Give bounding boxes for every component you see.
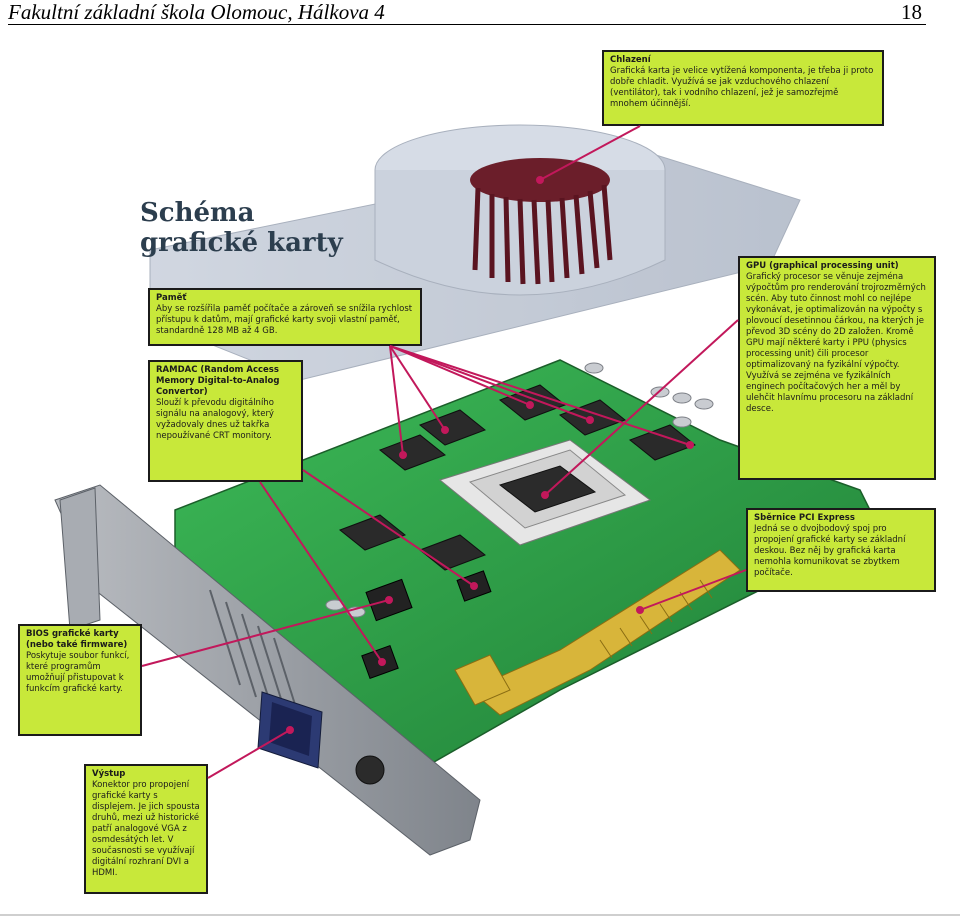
callout-pci-express: Sběrnice PCI Express Jedná se o dvojbodo… [746, 508, 936, 592]
callout-gpu-body: Grafický procesor se věnuje zejména výpo… [746, 272, 926, 414]
callout-output-body: Konektor pro propojení grafické karty s … [92, 780, 200, 878]
page-number: 18 [901, 0, 922, 24]
callout-memory-body: Aby se rozšířila paměť počítače a zárove… [156, 304, 413, 336]
callout-ramdac-body: Slouží k převodu digitálního signálu na … [156, 398, 274, 441]
scheme-title-line2: grafické karty [140, 228, 343, 258]
callout-memory: Paměť Aby se rozšířila paměť počítače a … [148, 288, 422, 346]
callout-output-title: Výstup [92, 769, 126, 779]
callout-cooling-title: Chlazení [610, 55, 651, 65]
svideo-connector [355, 755, 385, 785]
bottom-rule [0, 914, 960, 916]
scheme-title-line1: Schéma [140, 198, 255, 228]
callout-cooling-body: Grafická karta je velice vytížená kompon… [610, 66, 874, 109]
callout-output: Výstup Konektor pro propojení grafické k… [84, 764, 208, 894]
callout-bios-body: Poskytuje soubor funkcí, které programům… [26, 651, 130, 694]
callout-gpu-title: GPU (graphical processing unit) [746, 261, 899, 271]
callout-memory-title: Paměť [156, 293, 187, 303]
callout-cooling: Chlazení Grafická karta je velice vytíže… [602, 50, 884, 126]
callout-gpu: GPU (graphical processing unit) Grafický… [738, 256, 936, 480]
callout-ramdac-title: RAMDAC (Random Access Memory Digital-to-… [156, 365, 280, 397]
callout-bios: BIOS grafické karty (nebo také firmware)… [18, 624, 142, 736]
page-header: Fakultní základní škola Olomouc, Hálkova… [8, 0, 926, 25]
callout-ramdac: RAMDAC (Random Access Memory Digital-to-… [148, 360, 303, 482]
callout-bios-title: BIOS grafické karty (nebo také firmware) [26, 629, 128, 650]
scheme-title: Schéma grafické karty [140, 198, 343, 258]
document-title: Fakultní základní škola Olomouc, Hálkova… [8, 0, 385, 24]
callout-pci-express-body: Jedná se o dvojbodový spoj pro propojení… [754, 524, 906, 578]
callout-pci-express-title: Sběrnice PCI Express [754, 513, 855, 523]
graphics-card-figure: Schéma grafické karty Chlazení Grafická … [0, 30, 960, 920]
